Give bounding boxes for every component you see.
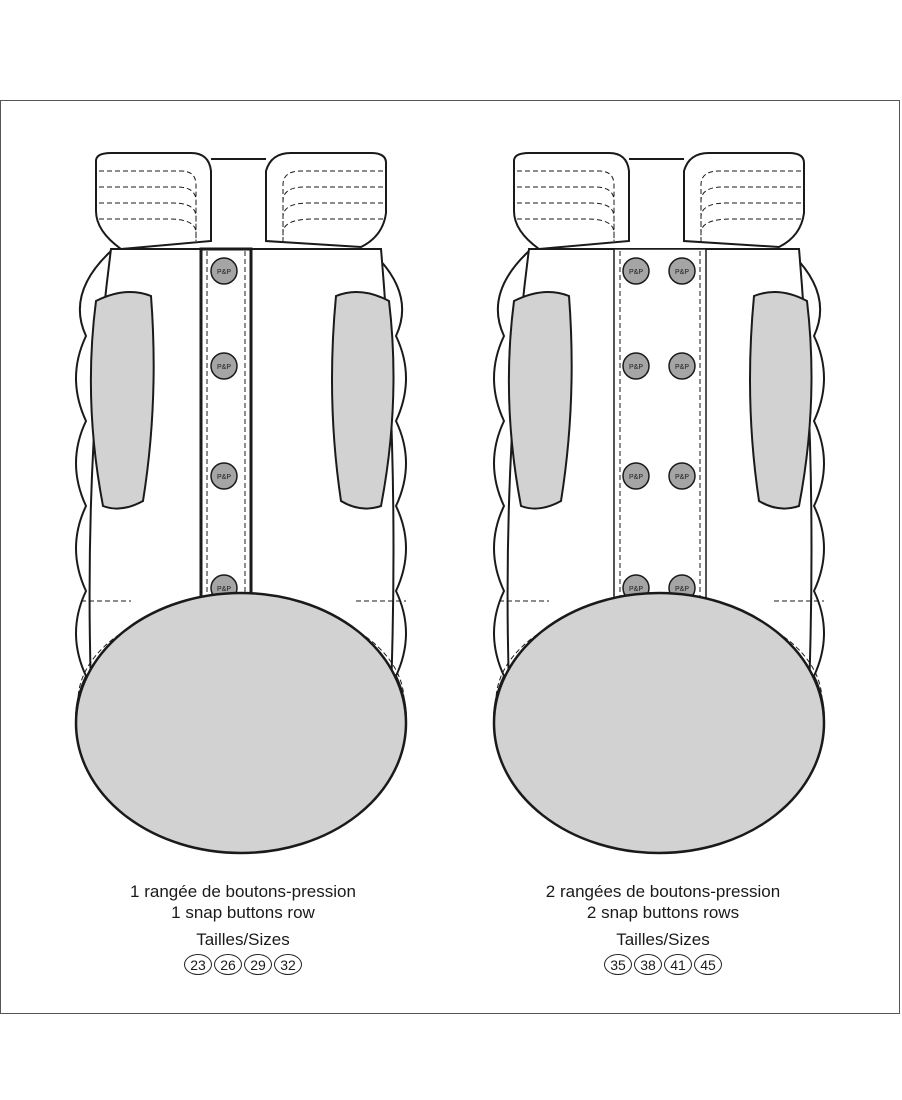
snap-button-logo: P&P	[217, 364, 231, 371]
cuff-stitch	[517, 218, 615, 241]
cuff-stitch	[517, 170, 615, 241]
sizes-list-right: 35 38 41 45	[503, 954, 823, 975]
caption-right-english: 2 snap buttons rows	[586, 903, 740, 922]
size-badge: 41	[664, 954, 692, 975]
caption-right-french: 2 rangées de boutons-pression	[545, 882, 781, 901]
cuff-pad-right	[683, 152, 805, 249]
snap-button	[210, 257, 238, 285]
snap-button-logo: P&P	[675, 474, 689, 481]
cuff-pad-right	[265, 152, 387, 249]
cuff-pad-left	[513, 152, 630, 251]
snap-button-logo: P&P	[675, 269, 689, 276]
cuff-stitch	[700, 186, 801, 241]
sole	[74, 591, 408, 855]
snap-button	[668, 352, 696, 380]
side-panel-right	[749, 291, 813, 510]
cuff-stitch	[700, 202, 801, 241]
snap-button-logo: P&P	[629, 269, 643, 276]
cuff-pad-left	[95, 152, 212, 251]
cuff-stitch	[282, 202, 383, 241]
size-badge: 26	[214, 954, 242, 975]
snap-button-logo: P&P	[675, 586, 689, 593]
size-badge: 29	[244, 954, 272, 975]
diagram-frame: P&P P&P P&P P&P P&P P&P P&P P&P P&P P&P P&P P&P 1 …	[0, 100, 900, 1014]
cuff-stitch	[700, 170, 801, 241]
cuff-stitch	[282, 186, 383, 241]
snap-button-logo: P&P	[675, 364, 689, 371]
side-panel-left	[89, 291, 155, 510]
side-panel-left	[507, 291, 573, 510]
size-badge: 23	[184, 954, 212, 975]
snap-button-logo: P&P	[629, 364, 643, 371]
cuff-stitch	[517, 202, 615, 241]
size-badge: 35	[604, 954, 632, 975]
size-badge: 45	[694, 954, 722, 975]
snap-button-logo: P&P	[217, 269, 231, 276]
caption-left-french: 1 rangée de boutons-pression	[130, 882, 356, 901]
sizes-title-left: Tailles/Sizes	[196, 930, 290, 949]
snap-button	[668, 462, 696, 490]
cuff-stitch	[99, 218, 197, 241]
snap-button	[622, 352, 650, 380]
snap-button	[210, 352, 238, 380]
sizes-list-left: 23 26 29 32	[83, 954, 403, 975]
sizes-title-right: Tailles/Sizes	[616, 930, 710, 949]
cuff-stitch	[517, 186, 615, 241]
snap-button-logo: P&P	[217, 474, 231, 481]
cuff-stitch	[282, 218, 383, 241]
closure-strap	[613, 248, 707, 610]
sole	[492, 591, 826, 855]
cuff-stitch	[282, 170, 383, 241]
boot-left: P&P P&P P&P P&P	[74, 152, 408, 855]
side-panel-right	[331, 291, 395, 510]
caption-left: 1 rangée de boutons-pression 1 snap butt…	[83, 881, 403, 975]
snap-button	[622, 257, 650, 285]
cuff-stitch	[700, 218, 801, 241]
snap-button-logo: P&P	[217, 586, 231, 593]
snap-button	[210, 462, 238, 490]
closure-strap	[199, 247, 253, 611]
caption-right: 2 rangées de boutons-pression 2 snap but…	[503, 881, 823, 975]
snap-button-logo: P&P	[629, 586, 643, 593]
cuff-stitch	[99, 170, 197, 241]
cuff-stitch	[99, 202, 197, 241]
boot-right: P&P P&P P&P P&P P&P P&P P&P P&P	[492, 152, 826, 855]
snap-button-logo: P&P	[629, 474, 643, 481]
size-badge: 32	[274, 954, 302, 975]
snap-button	[622, 462, 650, 490]
caption-left-english: 1 snap buttons row	[171, 903, 315, 922]
boots-illustration: P&P P&P P&P P&P P&P P&P P&P P&P P&P P&P P&P P&P	[74, 152, 826, 855]
size-badge: 38	[634, 954, 662, 975]
cuff-stitch	[99, 186, 197, 241]
snap-button	[668, 257, 696, 285]
